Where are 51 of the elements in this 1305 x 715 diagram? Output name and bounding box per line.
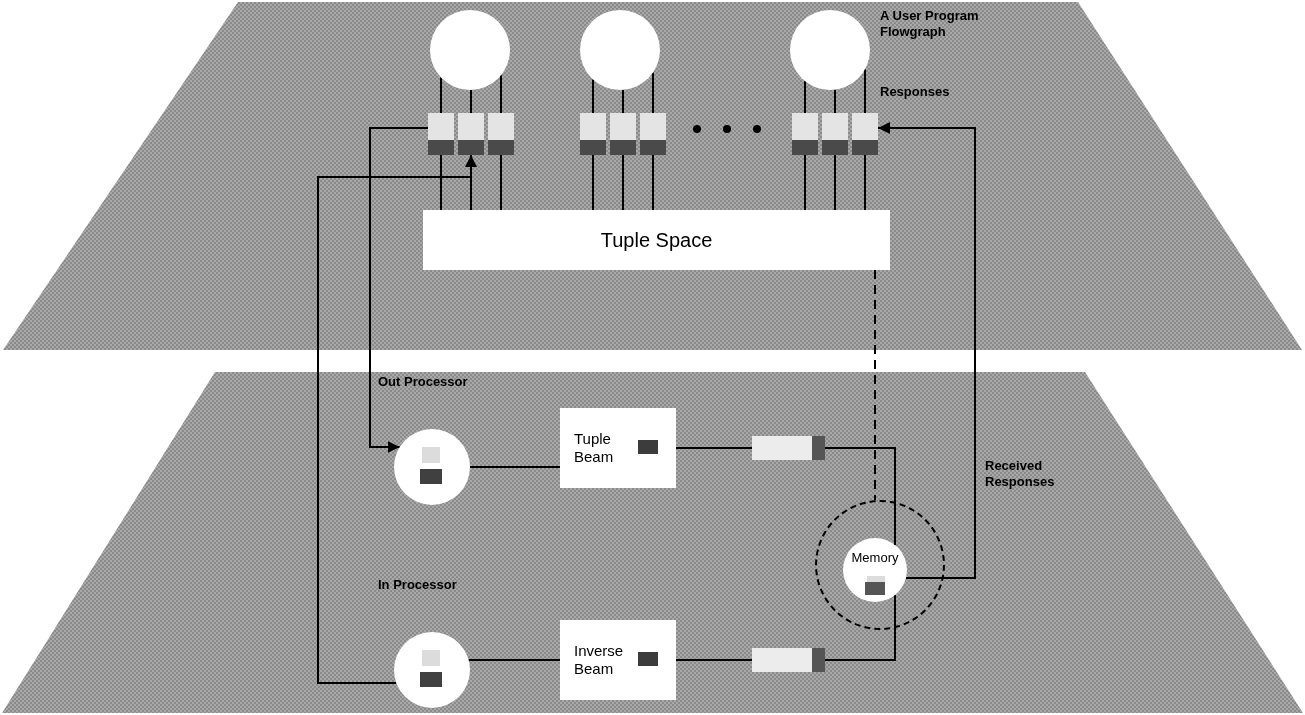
connector-line — [440, 154, 442, 211]
memory-label: Memory — [850, 550, 900, 566]
port-box — [580, 113, 606, 155]
annotation-label: Received Responses — [985, 458, 1056, 491]
connector-line — [470, 89, 472, 114]
connector-line — [824, 594, 896, 661]
port-box — [428, 113, 454, 155]
arrow — [877, 122, 976, 579]
connector-line — [652, 71, 654, 114]
port-box — [610, 113, 636, 155]
connector-line — [824, 447, 896, 546]
connector-line — [469, 466, 561, 468]
connector-line — [500, 74, 502, 114]
connector-line — [592, 154, 594, 211]
connector-line — [804, 80, 806, 114]
processor-label: In Processor — [378, 577, 457, 594]
connector-line — [500, 154, 502, 211]
port-box — [822, 113, 848, 155]
connector-line — [834, 88, 836, 114]
connector-line — [622, 88, 624, 114]
buffer-box — [752, 436, 825, 460]
connector-line — [874, 269, 876, 502]
tuple-space-box — [423, 210, 890, 270]
arrow — [317, 154, 477, 684]
buffer-box — [752, 648, 825, 672]
port-box — [640, 113, 666, 155]
node-label: Tuple Beam — [574, 430, 615, 466]
connector-line — [834, 154, 836, 211]
connector-line — [675, 659, 753, 661]
connector-line — [592, 78, 594, 114]
annotation-label: A User Program Flowgraph — [880, 8, 980, 41]
node-label: Tuple Space — [600, 228, 713, 252]
connector-line — [622, 154, 624, 211]
node-label: Inverse Beam — [574, 642, 625, 678]
annotation-label: Responses — [880, 84, 951, 101]
connector-line — [440, 76, 442, 114]
arrow — [369, 127, 429, 453]
port-box — [792, 113, 818, 155]
connector-line — [652, 154, 654, 211]
port-box — [488, 113, 514, 155]
connector-line — [467, 659, 561, 661]
connector-line — [864, 154, 866, 211]
port-box — [458, 113, 484, 155]
connector-line — [675, 447, 753, 449]
port-box — [852, 113, 878, 155]
connector-line — [804, 154, 806, 211]
connector-line — [864, 68, 866, 114]
dashed-circle — [815, 500, 945, 630]
beam-box — [560, 408, 676, 488]
beam-box — [560, 620, 676, 700]
processor-label: Out Processor — [378, 374, 468, 391]
